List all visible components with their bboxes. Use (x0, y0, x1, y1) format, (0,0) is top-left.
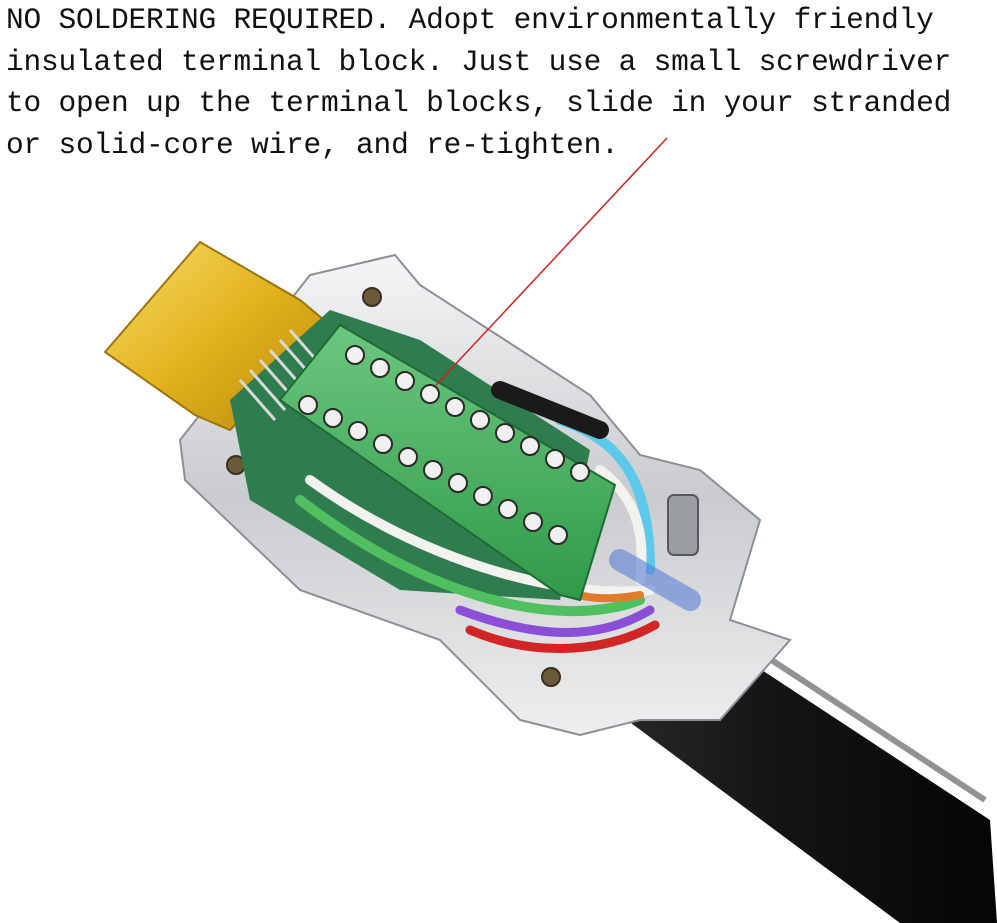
caption-line-2: insulated terminal block. Just use a sma… (6, 44, 952, 79)
terminal-block (278, 323, 617, 602)
caption-line-3: to open up the terminal blocks, slide in… (6, 86, 952, 120)
caption-line-1: NO SOLDERING REQUIRED. Adopt environment… (6, 3, 934, 37)
pointer-line (435, 137, 668, 386)
caption-line-4: or solid-core wire, and re-tighten. (6, 127, 619, 162)
caption-text: NO SOLDERING REQUIRED. Adopt environment… (6, 0, 996, 166)
